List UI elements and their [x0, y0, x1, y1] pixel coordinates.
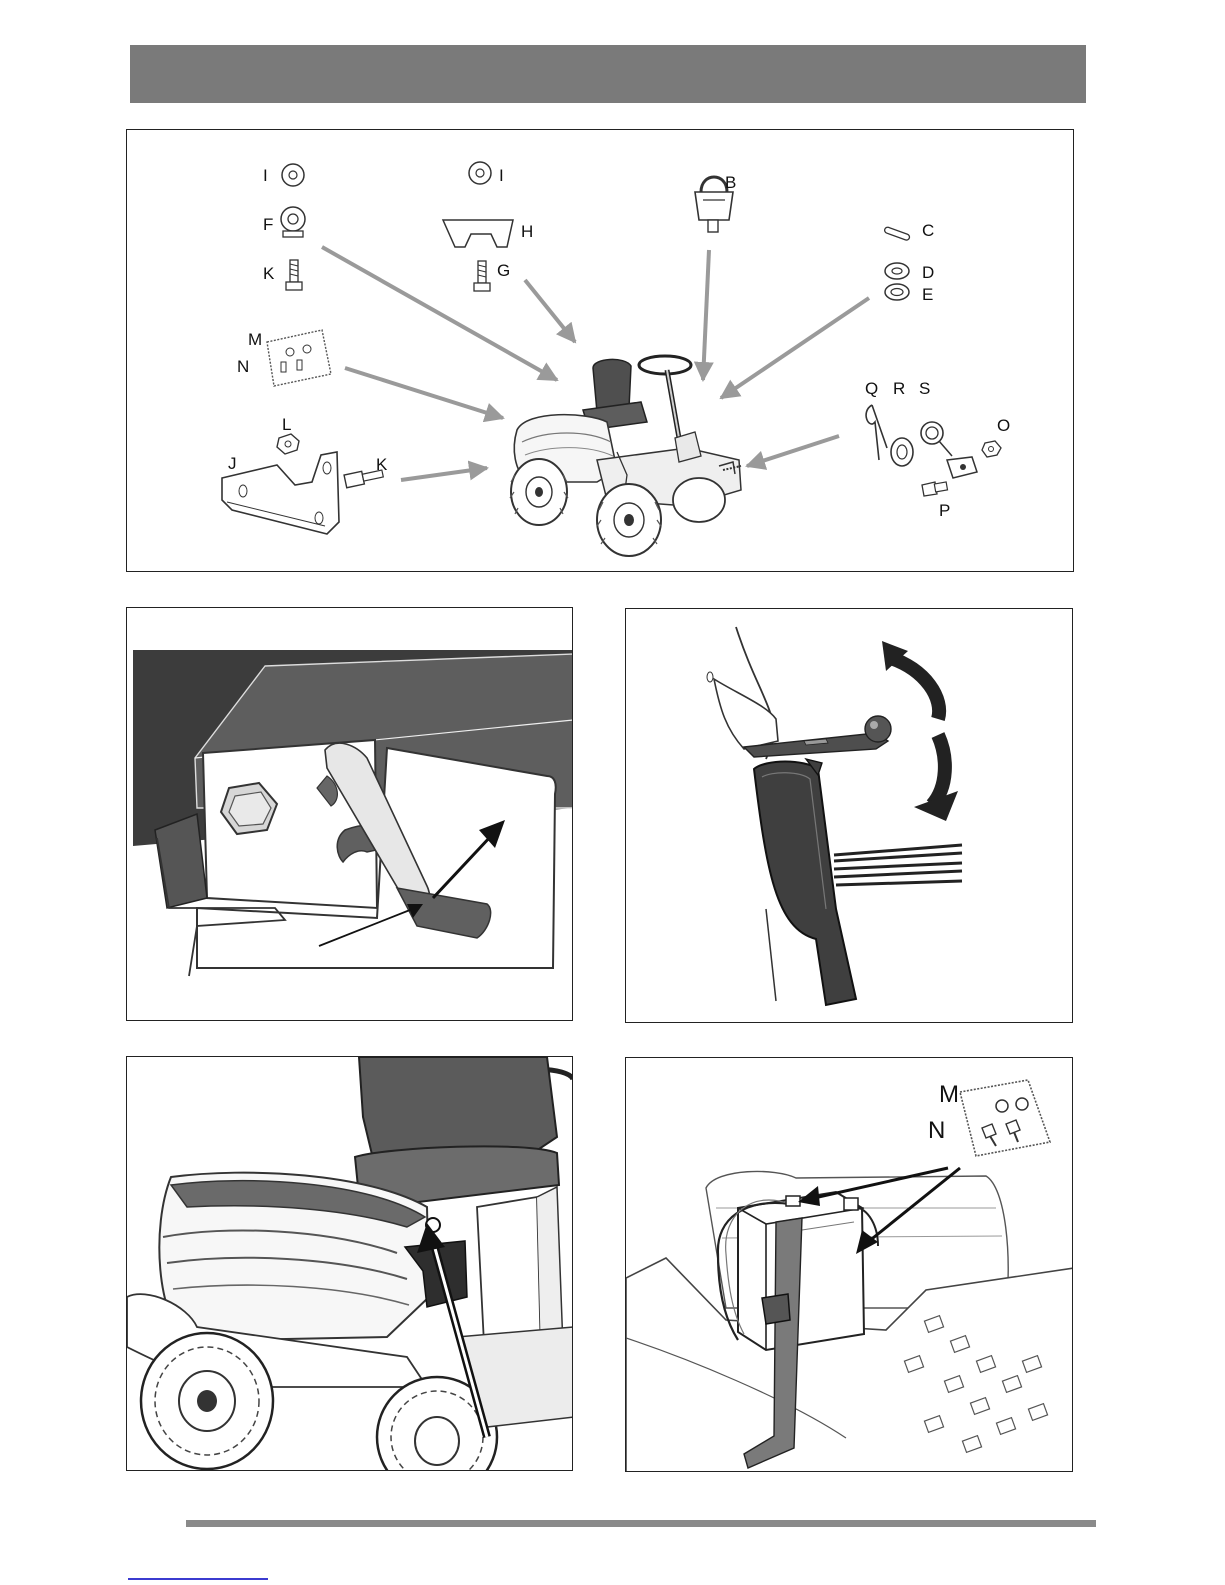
seat-installation-drawing [127, 1057, 573, 1471]
label-f: F [263, 215, 273, 234]
flange-f-icon [281, 207, 305, 237]
label-n: N [928, 1117, 945, 1144]
label-s: S [919, 379, 930, 398]
washer-i-mid-icon [469, 162, 491, 184]
label-c: C [922, 221, 934, 240]
label-d: D [922, 263, 934, 282]
label-g: G [497, 261, 510, 280]
pin-c-icon [884, 226, 910, 241]
washer-r-icon [891, 438, 913, 466]
hardware-bag-mn-icon [960, 1080, 1050, 1156]
label-m: M [939, 1081, 959, 1108]
label-q: Q [865, 379, 878, 398]
seat-adjust-figure [625, 608, 1073, 1023]
nut-o-icon [982, 441, 1001, 457]
seat-adjust-drawing [626, 609, 1073, 1023]
riding-mower-illustration [510, 356, 741, 556]
parts-overview-drawing: I I B F H C K G D E M N Q R S O L J K P [127, 130, 1074, 572]
label-p: P [939, 501, 950, 520]
label-j: J [228, 454, 237, 473]
hardware-bag-mn-icon [267, 330, 331, 386]
bolt-p-icon [922, 482, 948, 496]
seat-installation-figure [126, 1056, 573, 1471]
battery-connection-drawing: M N [626, 1058, 1073, 1472]
label-i-left: I [263, 166, 268, 185]
page-header-bar [130, 45, 1086, 103]
label-k-bottom: K [376, 455, 388, 474]
label-i-mid: I [499, 166, 504, 185]
washer-e-icon [885, 284, 909, 300]
washer-i-left-icon [282, 164, 304, 186]
label-l: L [282, 415, 291, 434]
bolt-g-icon [474, 261, 490, 291]
seat-lever-drawing [127, 608, 573, 1021]
label-b: B [725, 173, 736, 192]
label-h: H [521, 222, 533, 241]
mounting-plate-j-icon [222, 452, 339, 534]
label-o: O [997, 416, 1010, 435]
nut-l-icon [277, 434, 299, 454]
battery-connection-figure: M N [625, 1057, 1073, 1472]
bolt-k-top-icon [286, 260, 302, 290]
footer-link-underline [128, 1578, 268, 1580]
bracket-h-icon [443, 220, 513, 247]
spring-s-icon [921, 422, 977, 478]
label-n: N [237, 357, 249, 376]
parts-overview-figure: I I B F H C K G D E M N Q R S O L J K P [126, 129, 1074, 572]
label-r: R [893, 379, 905, 398]
label-e: E [922, 285, 933, 304]
label-m: M [248, 330, 262, 349]
hair-pin-q-icon [866, 405, 887, 460]
page-footer-bar [186, 1520, 1096, 1527]
seat-lever-detail-figure [126, 607, 573, 1021]
washer-d-icon [885, 263, 909, 279]
label-k-top: K [263, 264, 275, 283]
